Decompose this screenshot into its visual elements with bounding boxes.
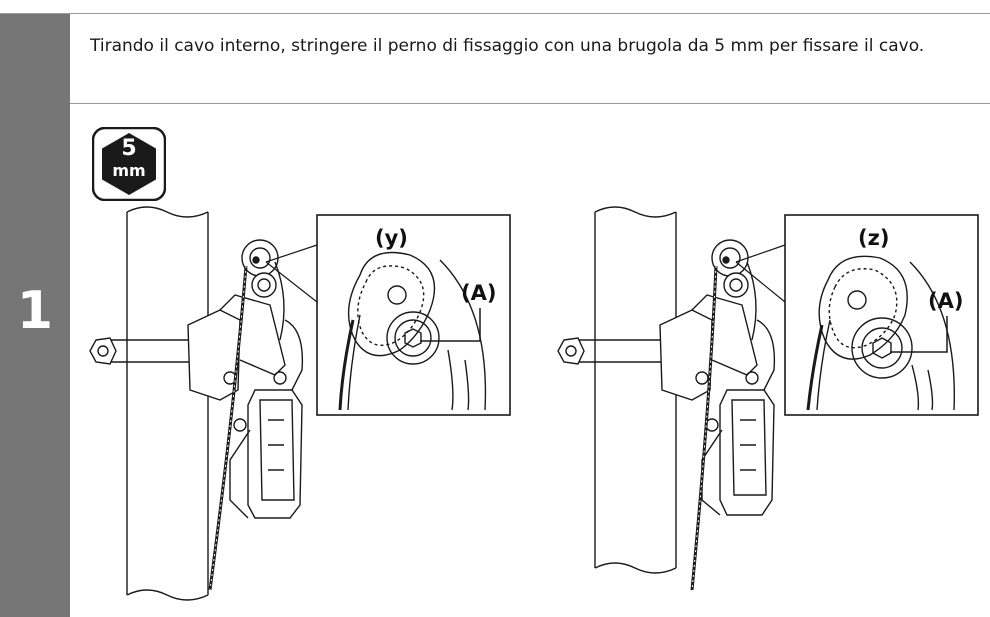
step-number-bar: 1 [0,14,70,617]
inner-cable [690,265,718,591]
top-rule [0,13,990,14]
derailleur-figure-left: (y) (A) [89,206,511,601]
part-label-a-right: (A) [928,289,963,313]
zoom-detail-y: (y) (A) [316,214,511,416]
clamp-arm [89,337,195,365]
zoom-label-y: (y) [375,226,408,250]
section-divider [70,103,990,104]
inner-cable [208,265,248,591]
instruction-text: Tirando il cavo interno, stringere il pe… [90,36,925,56]
clamp-arm [557,337,670,365]
cable-pulley [241,239,285,341]
part-label-a-left: (A) [461,281,496,305]
derailleur-illustration: (y) (A) [89,206,979,601]
step-number: 1 [16,280,54,341]
derailleur-body [659,294,776,516]
derailleur-body [187,294,304,519]
zoom-detail-z: (z) (A) [784,214,979,416]
seat-tube [126,206,209,601]
tool-size: 5 [121,136,137,161]
cable-pulley [711,239,757,341]
tool-unit: mm [112,161,146,180]
derailleur-figure-right: (z) (A) [557,206,979,591]
hex-key-icon: 5 mm [91,126,167,202]
zoom-label-z: (z) [858,226,889,250]
seat-tube [594,206,677,574]
